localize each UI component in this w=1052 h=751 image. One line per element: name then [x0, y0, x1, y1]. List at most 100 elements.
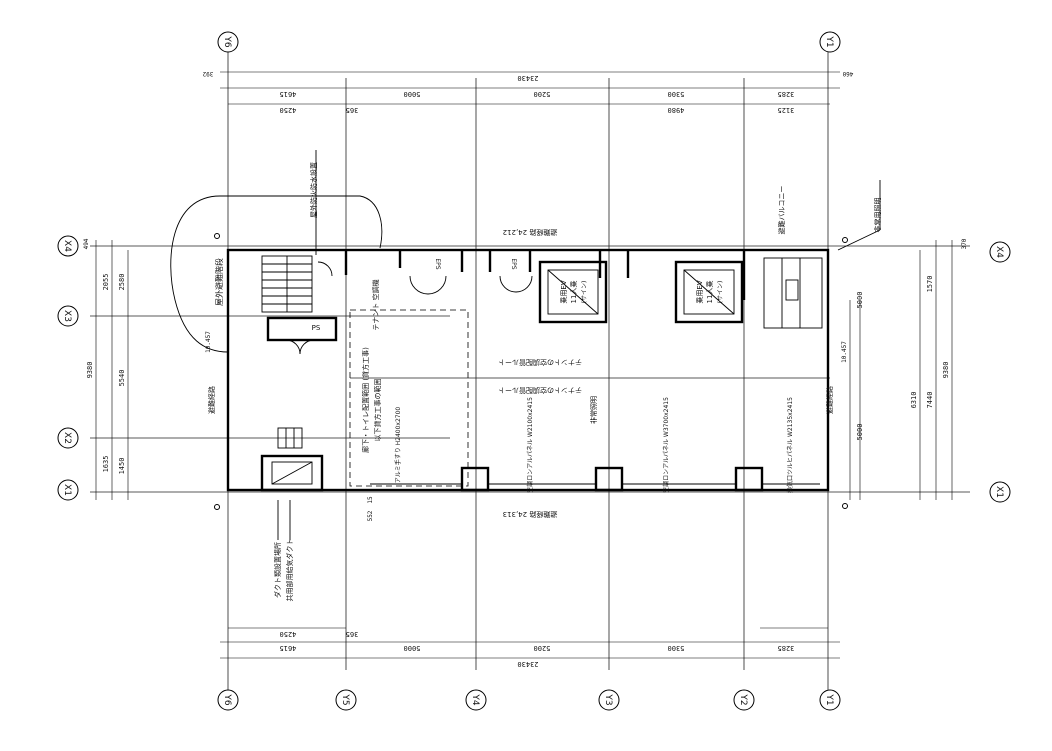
dim-bottom-span-2: 5200	[534, 644, 551, 652]
dim-left-inner-0: 2580	[118, 274, 126, 291]
dim-right-outer-0: 1570	[926, 276, 934, 293]
axis-bubble-x4	[57, 235, 79, 257]
balcony-right	[763, 257, 823, 329]
axis-bubbles	[57, 31, 1011, 711]
axis-label-top-left: Y6	[222, 35, 232, 47]
elevator-right-line-2: (サイン)	[717, 281, 724, 304]
dim-small-15: 15	[367, 496, 374, 504]
elevator-right	[674, 260, 744, 324]
dim-bottom-span-0: 4615	[280, 644, 297, 652]
elevator-right-line-0: 乗用EV	[695, 280, 704, 303]
balcony-outlines	[170, 195, 383, 353]
dim-top-span-0: 4615	[280, 90, 297, 98]
axis-bubble-y2	[733, 689, 755, 711]
dim-bottom-inner-0: 4250	[280, 630, 297, 638]
dim-right-inner-1: 5000	[856, 292, 864, 309]
dim-right-small-0: 370	[961, 238, 968, 249]
tenant-duct-label: テナント 空調機	[371, 279, 380, 330]
elevator-left-line-2: (サイン)	[581, 281, 588, 304]
axis-bubble-x1	[57, 479, 79, 501]
dim-top-inner-3: 3125	[778, 106, 795, 114]
axis-label-bottom-0: Y6	[222, 693, 232, 705]
axis-label-bottom-2: Y4	[470, 693, 480, 705]
axis-label-left-1: X3	[62, 310, 72, 322]
axis-bubble-y3	[598, 689, 620, 711]
dim-top-span-4: 3285	[778, 90, 795, 98]
tenant-range	[349, 309, 469, 487]
panel-1-label: 空調ロンアルパネル W2100x2415	[526, 397, 534, 493]
dim-bottom-inner-1: 365	[346, 630, 359, 638]
axis-bubble-y6	[217, 689, 239, 711]
emergency-light-label: 非常用照明	[873, 198, 882, 233]
dimension-lines	[95, 71, 953, 659]
exit-top-label: 避難経路 24,212	[503, 228, 558, 237]
axis-label-bottom-1: Y5	[340, 693, 350, 705]
emergency-light-center: 非常照明	[589, 396, 598, 424]
stair-label: 屋外避難階段	[214, 258, 224, 306]
dim-small-460: 460	[842, 70, 853, 77]
dim-bottom-span-3: 5300	[668, 644, 685, 652]
dim-left-outer-1: 1635	[102, 456, 110, 473]
elevator-left-line-0: 乗用EV	[559, 280, 568, 303]
panel-3-label: 換気口ツルヒパネル W2135x2415	[786, 397, 794, 493]
axis-label-bottom-5: Y1	[824, 693, 834, 705]
balcony-label: 避難バルコニー	[777, 186, 786, 235]
axis-bubble-x4-right	[989, 241, 1011, 263]
leader-lines	[277, 150, 881, 540]
dim-left-outer-0: 2055	[102, 274, 110, 291]
duct-label-1: ダクト類設置場所	[273, 542, 282, 598]
door-swings	[285, 261, 533, 355]
dim-right-total: 9380	[942, 362, 950, 379]
dim-bottom-span-1: 5000	[404, 644, 421, 652]
pcs-label: EPS	[510, 258, 517, 269]
dim-left-total: 9380	[86, 362, 94, 379]
corner-marks	[214, 233, 848, 510]
dim-top-inner-0: 4250	[280, 106, 297, 114]
shaft-note-label: 屋外防火防水設置	[309, 162, 318, 218]
axis-bubble-labels: Y6 Y1 Y6 Y5 Y4 Y3 Y2 Y1 X4 X3 X2 X1 X4 X…	[62, 35, 1004, 705]
dim-left-inner-2: 1450	[118, 458, 126, 475]
axis-bubble-y1-top	[819, 31, 841, 53]
eps-label: EPS	[434, 258, 441, 269]
dim-right-inner-0: 6310	[910, 392, 918, 409]
axis-bubble-x1-right	[989, 481, 1011, 503]
axis-bubble-y4	[465, 689, 487, 711]
duct-label-2: 共用部用給気ダクト	[285, 539, 294, 602]
dim-top-inner-2: 4980	[668, 106, 685, 114]
exit-bottom-label: 避難経路 24,313	[503, 510, 558, 519]
axis-label-left-0: X4	[62, 240, 72, 252]
dim-small-392: 392	[202, 70, 213, 77]
ps-label: PS	[312, 324, 321, 332]
elevator-left-line-1: 11人乗	[569, 281, 578, 304]
stair-left	[261, 255, 338, 342]
tenant-range-label: 以下貸方工事の範囲	[373, 379, 382, 442]
elevator-right-line-1: 11人乗	[705, 281, 714, 304]
dim-top-span-1: 5000	[404, 90, 421, 98]
dim-right-outer-1: 7440	[926, 392, 934, 409]
note-1-label: テナントの空調配管ルート	[498, 358, 582, 367]
axis-label-top-right: Y1	[824, 35, 834, 47]
dim-top-span-3: 5300	[668, 90, 685, 98]
dim-10457-left: 10.457	[205, 331, 212, 353]
dim-bottom-total: 23430	[517, 660, 538, 668]
dim-top-total: 23430	[517, 74, 538, 82]
axis-label-left-3: X1	[62, 484, 72, 496]
axis-bubble-y1	[819, 689, 841, 711]
columns	[370, 466, 820, 492]
axis-bubble-y5	[335, 689, 357, 711]
plan-labels: 避難経路 24,212 避難経路 24,313 避難バルコニー 非常用照明 乗用…	[205, 162, 882, 602]
dim-bottom-span-4: 3285	[778, 644, 795, 652]
right-vertical-label: 避難経路	[825, 386, 834, 414]
corridor-note-label: 廊下・トイレ配置範囲 (貸方工事)	[361, 347, 370, 453]
dim-10457-right: 10.457	[841, 341, 848, 363]
duct-shaft	[260, 427, 324, 492]
dim-right-small-1: 494	[83, 238, 90, 249]
axis-label-right-1: X1	[994, 486, 1004, 498]
building-walls	[226, 248, 830, 492]
dimension-text: 23430 4615 5000 5200 5300 3285 4250 365 …	[83, 70, 968, 668]
axis-label-left-2: X2	[62, 432, 72, 444]
dim-top-inner-1: 365	[346, 106, 359, 114]
panel-2-label: 空調ロンアルパネル W3700x2415	[662, 397, 670, 493]
dim-left-inner-1: 5540	[118, 370, 126, 387]
